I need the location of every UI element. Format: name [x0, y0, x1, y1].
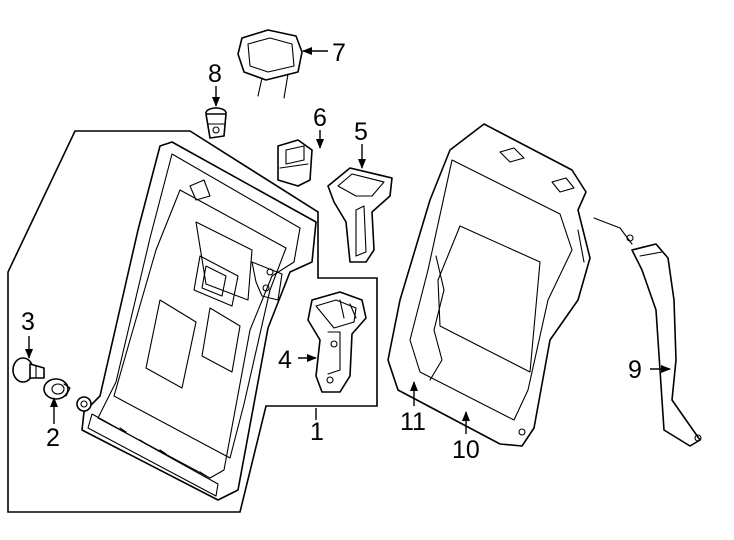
grommet-part-2: [43, 378, 71, 400]
headrest-part-7: [237, 29, 303, 99]
seat-back-frame: [76, 141, 317, 501]
assembly-boundary: [7, 130, 378, 513]
guide-trim-part-5: [327, 167, 393, 263]
leader-lines: [25, 47, 671, 434]
seat-back-cushion-part-10: [387, 123, 591, 447]
callout-8: 8: [208, 60, 222, 88]
callout-1: 1: [310, 418, 324, 446]
callout-10: 10: [452, 436, 480, 464]
release-handle-part-6: [277, 139, 313, 187]
latch-bracket-part-4: [307, 291, 367, 393]
callout-2: 2: [46, 424, 60, 452]
callout-9: 9: [628, 356, 642, 384]
callout-7: 7: [332, 39, 346, 67]
callout-11: 11: [400, 408, 426, 436]
side-trim-panel-part-9: [593, 217, 702, 447]
callout-6: 6: [313, 104, 327, 132]
push-pin-part-3: [12, 357, 45, 383]
guide-sleeve-part-8: [205, 107, 227, 139]
callout-4: 4: [278, 346, 292, 374]
callout-3: 3: [21, 308, 35, 336]
callout-5: 5: [354, 118, 368, 146]
